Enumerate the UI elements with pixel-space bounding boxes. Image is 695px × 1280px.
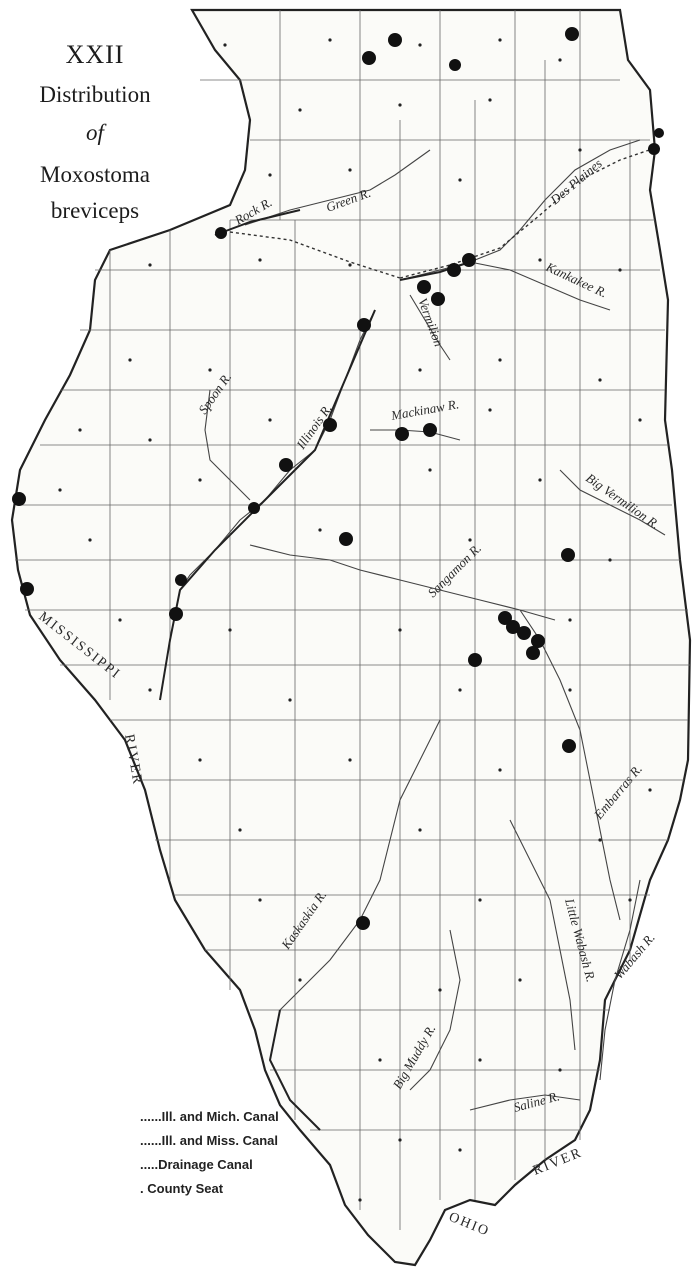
county-seats — [58, 38, 652, 1202]
record-dot — [648, 143, 660, 155]
record-dot — [431, 292, 445, 306]
record-dot — [468, 653, 482, 667]
label-ohio: OHIO — [447, 1210, 492, 1240]
title-line-4: breviceps — [50, 198, 140, 223]
record-dot — [526, 646, 540, 660]
record-dot — [388, 33, 402, 47]
record-dot — [175, 574, 187, 586]
record-dot — [531, 634, 545, 648]
record-localities — [12, 27, 664, 930]
legend-item: ......Ill. and Miss. Canal — [140, 1133, 278, 1148]
record-dot — [654, 128, 664, 138]
record-dot — [447, 263, 461, 277]
canals — [229, 147, 656, 279]
legend-item: . County Seat — [140, 1181, 224, 1196]
record-dot — [356, 916, 370, 930]
record-dot — [169, 607, 183, 621]
record-dot — [562, 739, 576, 753]
record-dot — [565, 27, 579, 41]
record-dot — [423, 423, 437, 437]
state-outline — [10, 8, 692, 1267]
major-rivers — [159, 209, 471, 1131]
map-legend: ......Ill. and Mich. Canal ......Ill. an… — [140, 1105, 279, 1201]
record-dot — [417, 280, 431, 294]
record-dot — [498, 611, 512, 625]
record-dot — [357, 318, 371, 332]
title-line-2: of — [86, 120, 104, 145]
title-line-1: Distribution — [39, 82, 151, 107]
record-dot — [12, 492, 26, 506]
title-line-3: Moxostoma — [40, 162, 150, 187]
record-dot — [462, 253, 476, 267]
record-dot — [561, 548, 575, 562]
record-dot — [248, 502, 260, 514]
record-dot — [449, 59, 461, 71]
record-dot — [323, 418, 337, 432]
record-dot — [517, 626, 531, 640]
record-dot — [215, 227, 227, 239]
record-dot — [362, 51, 376, 65]
record-dot — [506, 620, 520, 634]
record-dot — [395, 427, 409, 441]
record-dot — [339, 532, 353, 546]
record-dot — [279, 458, 293, 472]
legend-item: .....Drainage Canal — [140, 1157, 253, 1172]
record-dot — [20, 582, 34, 596]
plate-number: XXII — [65, 40, 125, 69]
legend-item: ......Ill. and Mich. Canal — [140, 1109, 279, 1124]
